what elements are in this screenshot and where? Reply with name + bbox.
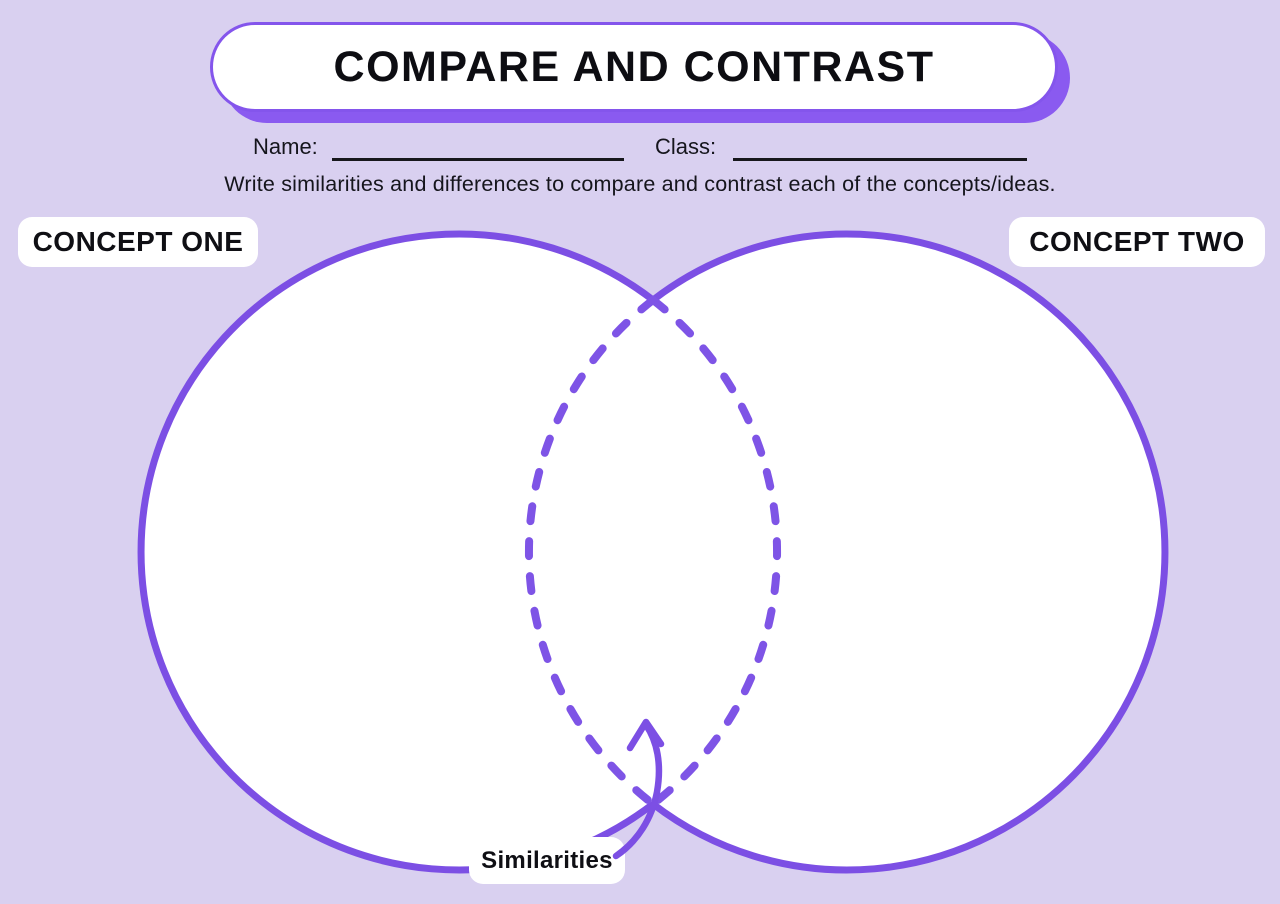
similarities-label: Similarities — [481, 846, 613, 874]
circle-one-border — [137, 230, 656, 874]
similarities-arrow — [612, 721, 663, 860]
circle-two-border — [650, 230, 1169, 874]
class-label: Class: — [655, 134, 717, 159]
circle-two-fill — [529, 234, 1165, 870]
title-banner: COMPARE AND CONTRAST — [210, 22, 1058, 112]
class-input-line[interactable] — [733, 157, 1027, 161]
page-title: COMPARE AND CONTRAST — [333, 42, 935, 91]
similarities-arrow-head-icon — [626, 718, 665, 752]
intersection-dashed-arc-right-circle — [524, 296, 657, 808]
concept-two-badge: CONCEPT TWO — [1009, 217, 1265, 267]
instruction-text: Write similarities and differences to co… — [224, 172, 1056, 196]
concept-one-label: CONCEPT ONE — [32, 226, 244, 257]
concept-one-badge: CONCEPT ONE — [18, 217, 258, 267]
concept-two-label: CONCEPT TWO — [1029, 226, 1245, 257]
similarities-badge: Similarities — [469, 837, 625, 884]
intersection-dashed-arc-left-circle — [649, 296, 782, 808]
name-input-line[interactable] — [332, 157, 624, 161]
name-label: Name: — [253, 134, 318, 159]
